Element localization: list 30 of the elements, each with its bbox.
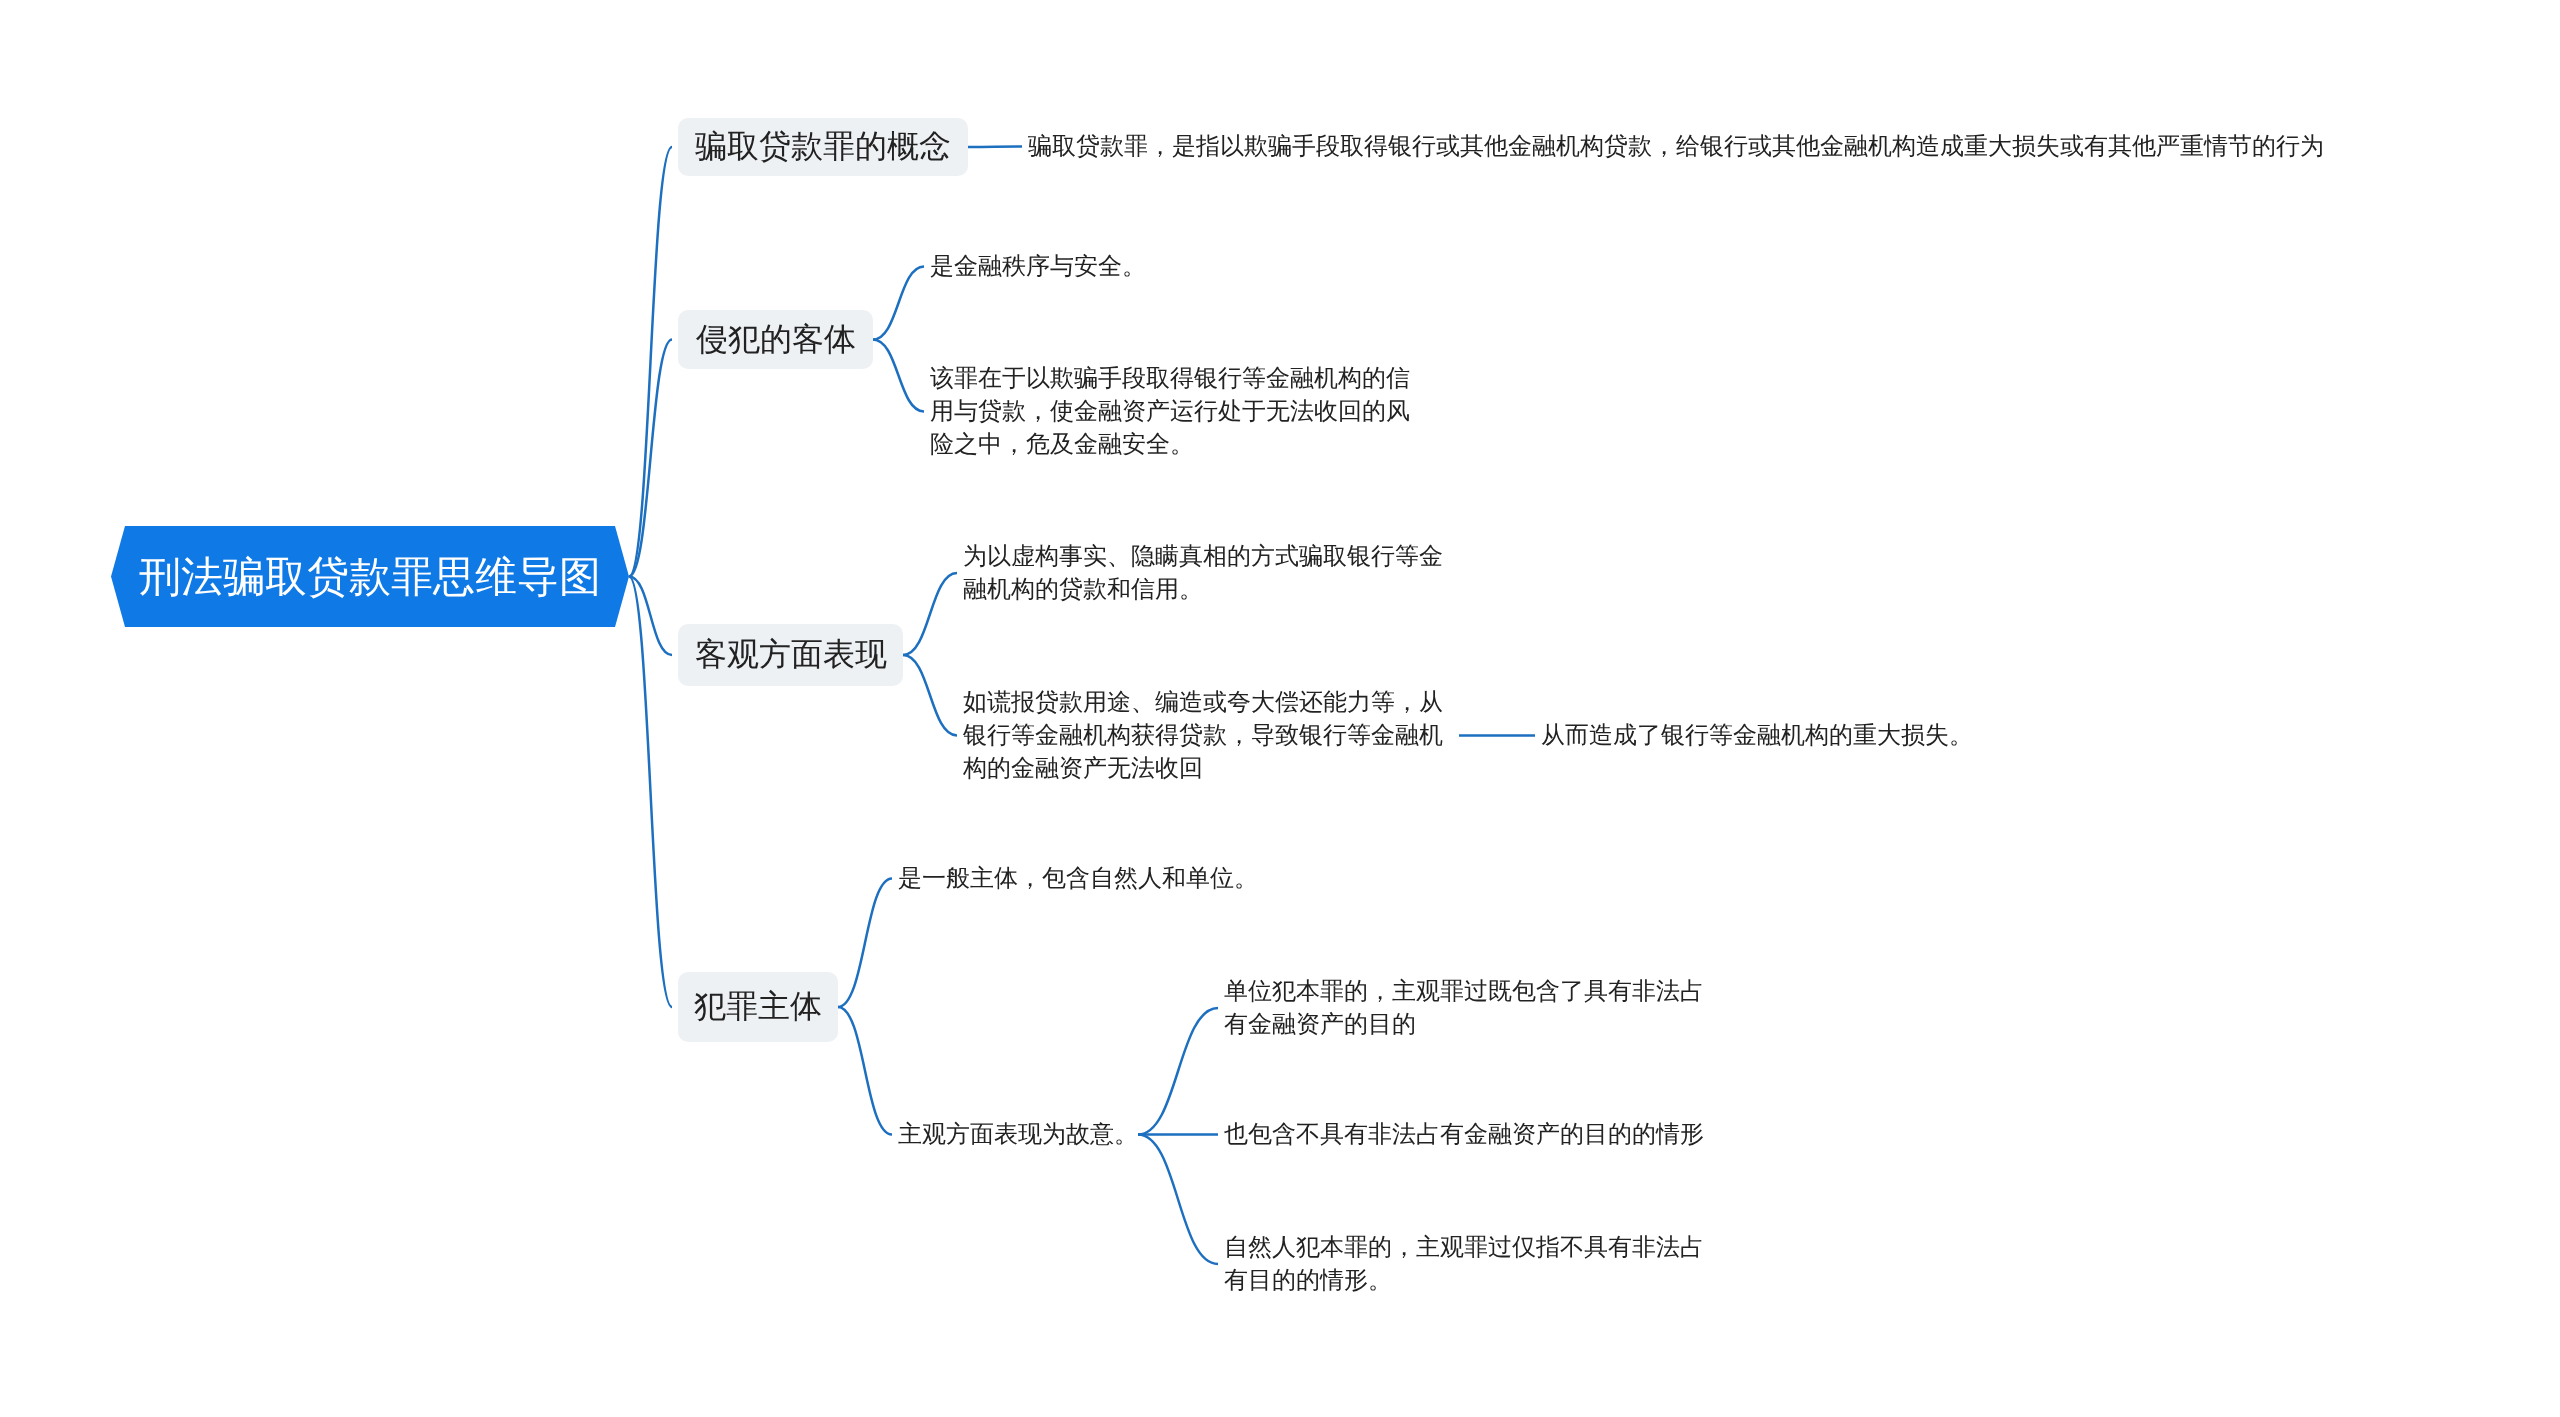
subtopic-text: 是一般主体，包含自然人和单位。 <box>898 862 1258 895</box>
connector-line <box>902 571 958 657</box>
subtopic-text: 也包含不具有非法占有金融资产的目的的情形 <box>1224 1118 1704 1151</box>
connector-line <box>837 1005 893 1136</box>
subtopic-text: 自然人犯本罪的，主观罪过仅指不具有非法占有目的的情形。 <box>1224 1231 1720 1297</box>
topic-box: 犯罪主体 <box>678 972 838 1042</box>
connector-line <box>837 877 893 1009</box>
subtopic-text: 为以虚构事实、隐瞒真相的方式骗取银行等金融机构的贷款和信用。 <box>963 540 1459 606</box>
subtopic-text: 从而造成了银行等金融机构的重大损失。 <box>1541 719 1973 752</box>
subtopic-text: 是金融秩序与安全。 <box>930 250 1146 283</box>
subtopic-text: 骗取贷款罪，是指以欺骗手段取得银行或其他金融机构贷款，给银行或其他金融机构造成重大损失或有其他严重情节的行为 <box>1028 130 2324 163</box>
connector-line <box>1137 1133 1219 1266</box>
connector-line <box>627 575 674 1008</box>
connector-line <box>872 265 925 341</box>
subtopic-text: 单位犯本罪的，主观罪过既包含了具有非法占有金融资产的目的 <box>1224 975 1720 1041</box>
central-topic: 刑法骗取贷款罪思维导图 <box>111 526 629 627</box>
connector-line <box>902 653 958 737</box>
connector-line <box>628 575 673 657</box>
connector-line <box>872 338 925 413</box>
connector-line <box>628 338 673 578</box>
topic-box: 客观方面表现 <box>678 624 903 686</box>
subtopic-text: 该罪在于以欺骗手段取得银行等金融机构的信用与贷款，使金融资产运行处于无法收回的风险之中，危及金融安全。 <box>930 362 1426 461</box>
connector-line <box>1138 1133 1218 1136</box>
subtopic-text: 主观方面表现为故意。 <box>898 1118 1138 1151</box>
connector-line <box>1459 734 1535 737</box>
topic-box: 骗取贷款罪的概念 <box>678 118 968 176</box>
connector-line <box>968 145 1022 149</box>
connector-line <box>627 146 674 578</box>
topic-box: 侵犯的客体 <box>678 310 873 369</box>
subtopic-text: 如谎报贷款用途、编造或夸大偿还能力等，从银行等金融机构获得贷款，导致银行等金融机构的金融资产无法收回 <box>963 686 1459 785</box>
